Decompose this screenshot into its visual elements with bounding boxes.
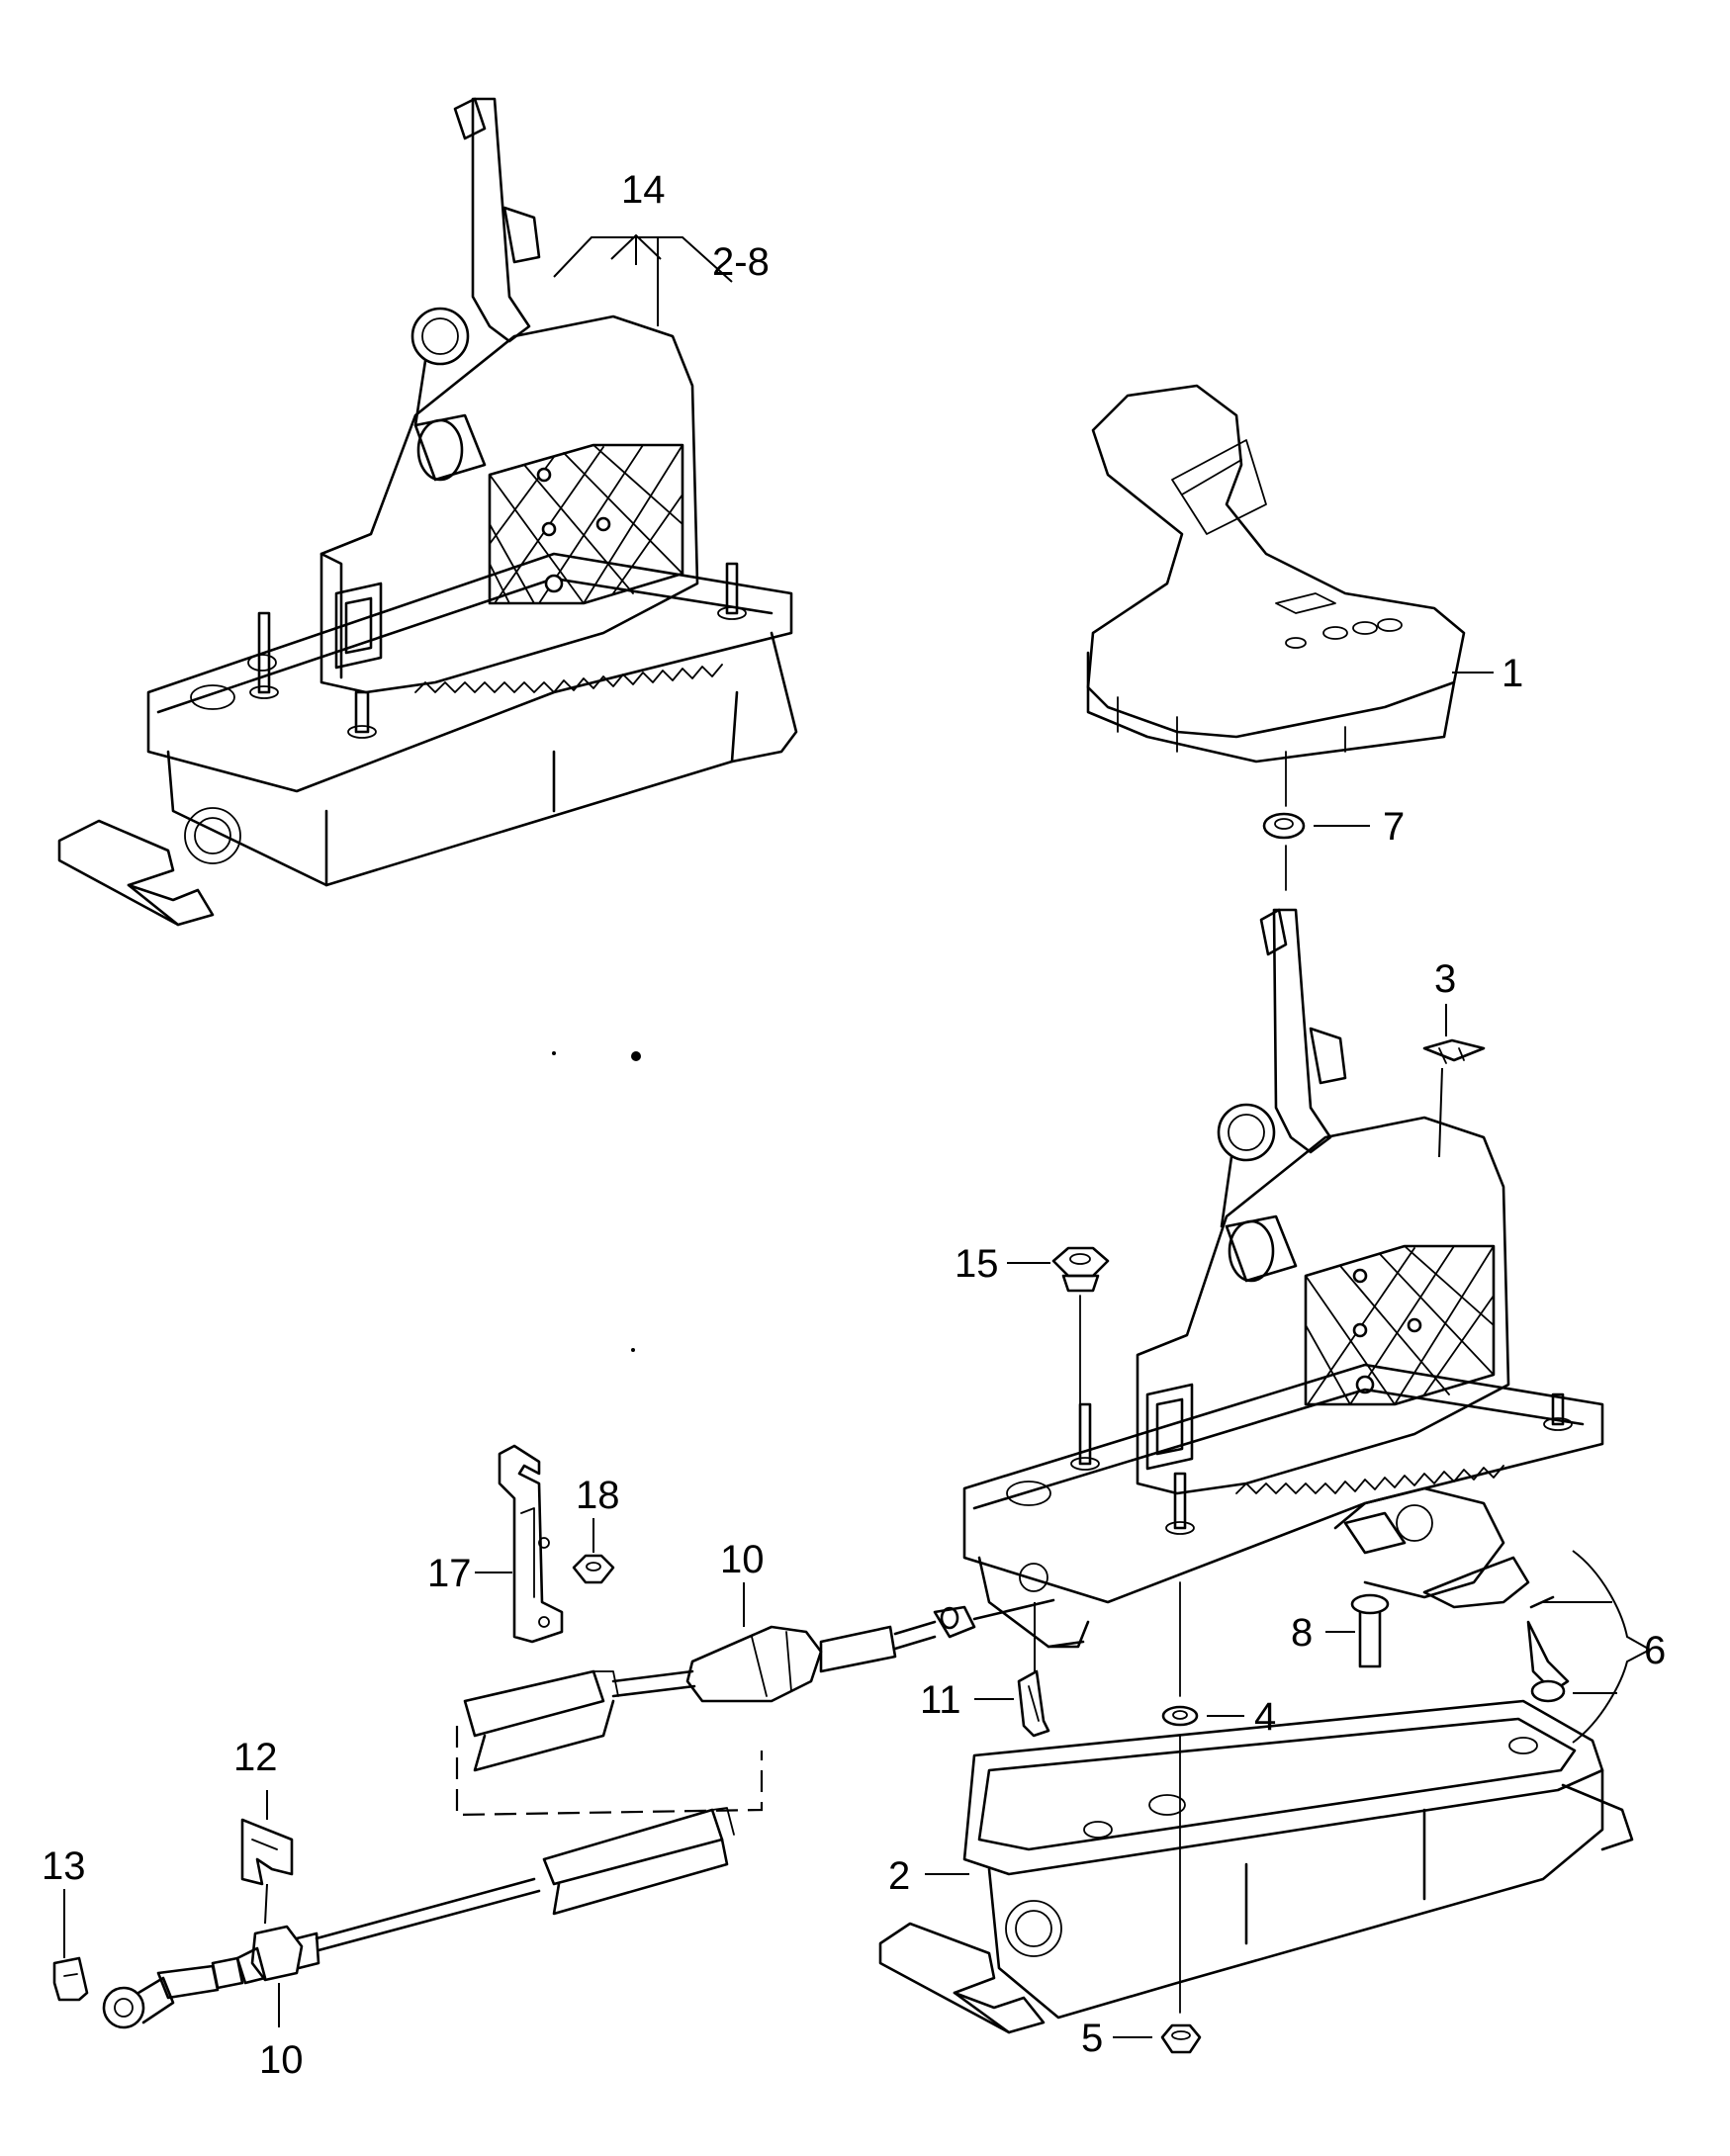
lower-housing-item-2 [878, 1699, 1634, 2034]
bracket-item-17 [498, 1444, 564, 1644]
leader-12 [264, 1790, 268, 1925]
bracket-item-6 [1422, 1556, 1570, 1703]
shift-cable-item-10-upper [463, 1598, 1055, 1772]
callout-10-lower: 10 [259, 2038, 304, 2082]
callout-14: 14 [621, 168, 666, 212]
callout-11: 11 [920, 1678, 961, 1722]
nut-item-5 [1160, 2023, 1202, 2054]
shift-cable-item-10-lower [102, 1807, 735, 2029]
callout-12: 12 [233, 1736, 278, 1779]
leader-3 [1438, 1004, 1447, 1158]
selector-knob-cover [1086, 384, 1466, 764]
scan-speck [631, 1051, 641, 1061]
callout-4: 4 [1254, 1695, 1276, 1739]
callout-14-range: 2-8 [712, 240, 770, 284]
callout-18: 18 [576, 1474, 620, 1517]
clip-item-13 [52, 1956, 89, 2002]
callout-14-bracket [553, 233, 733, 326]
shift-mechanism-assembly-top [57, 97, 798, 927]
nut-item-18 [572, 1554, 615, 1584]
leader-11 [974, 1602, 1036, 1700]
scan-speck [552, 1051, 556, 1055]
scan-speck [631, 1348, 635, 1352]
clip-item-12 [240, 1818, 294, 1886]
washer-item-7 [1262, 812, 1306, 840]
clip-item-11 [1017, 1669, 1050, 1738]
callout-15: 15 [955, 1242, 999, 1286]
callout-10-upper: 10 [720, 1538, 765, 1581]
callout-17: 17 [427, 1552, 472, 1595]
callout-1: 1 [1502, 652, 1523, 695]
washer-item-4 [1161, 1705, 1199, 1727]
shift-mechanism-exploded [962, 908, 1604, 1649]
clip-item-3 [1422, 1038, 1486, 1064]
cable-break-frame [455, 1726, 764, 1817]
bolt-item-8 [1350, 1593, 1390, 1668]
callout-3: 3 [1434, 957, 1456, 1001]
nut-item-15 [1051, 1246, 1110, 1293]
callout-13: 13 [42, 1844, 86, 1888]
callout-5: 5 [1081, 2017, 1103, 2060]
callout-6-bracket [1572, 1550, 1653, 1744]
callout-2: 2 [888, 1854, 910, 1898]
callout-8: 8 [1291, 1611, 1313, 1655]
callout-6: 6 [1644, 1629, 1666, 1672]
callout-7: 7 [1383, 805, 1405, 849]
